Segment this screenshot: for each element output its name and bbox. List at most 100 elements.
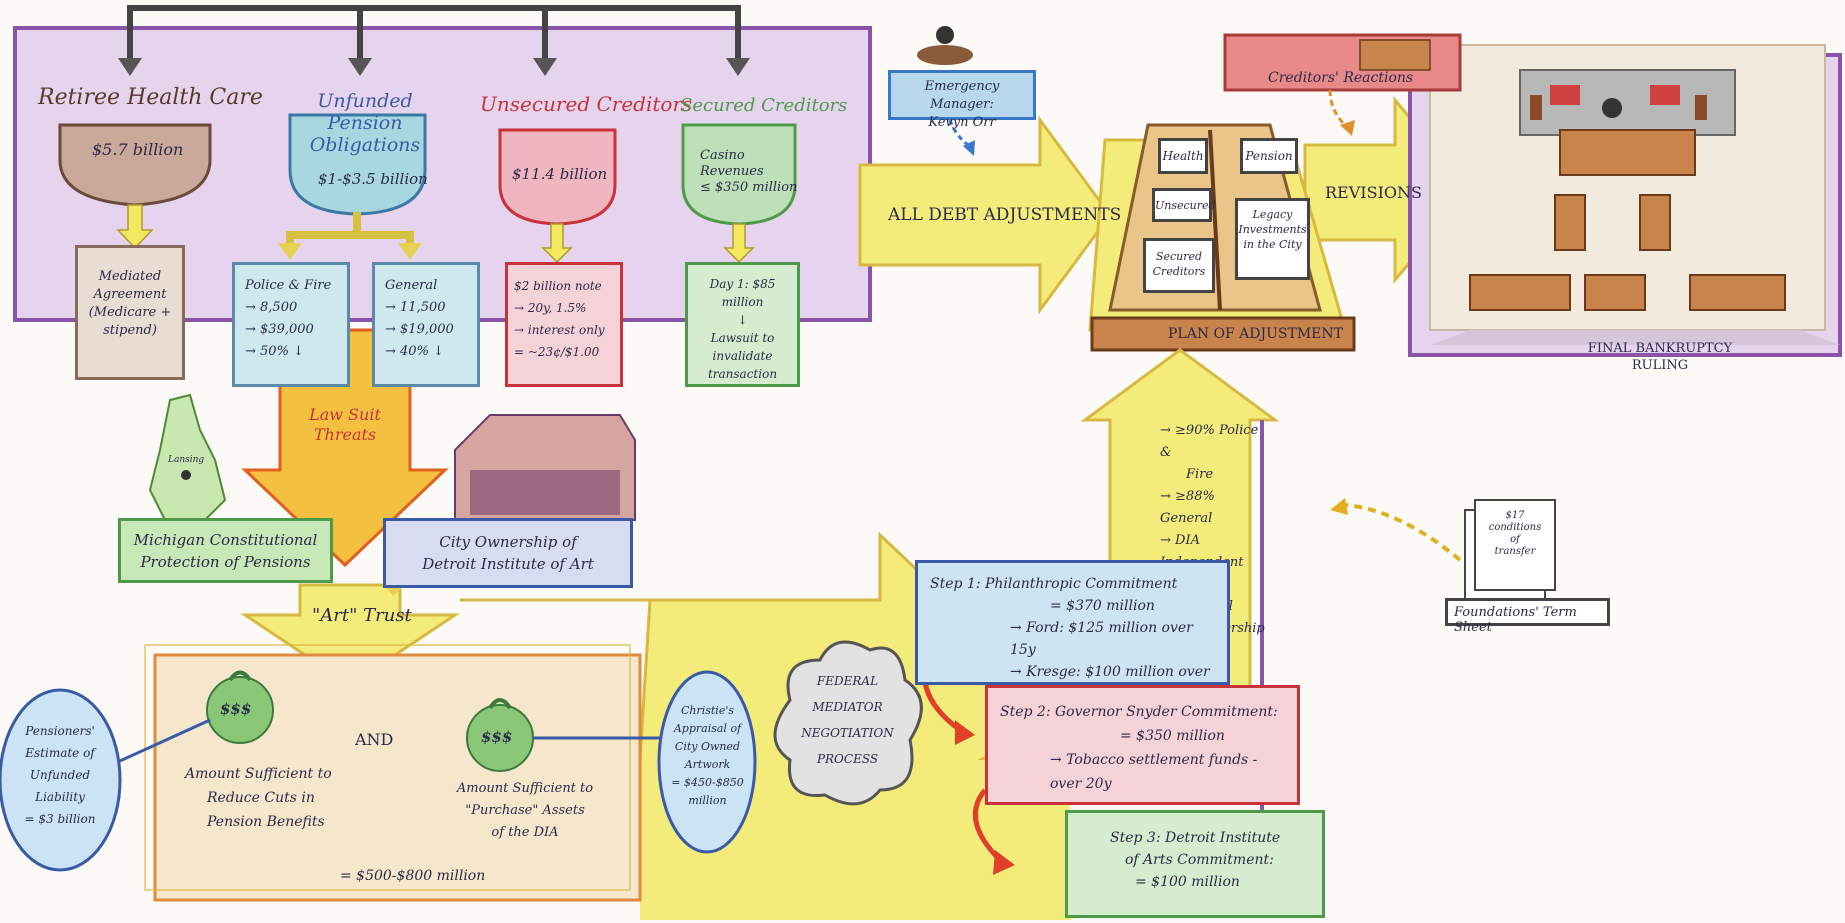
- mediated-line-1: Mediated: [98, 269, 162, 284]
- money-bag-right-label: $$$: [481, 728, 513, 746]
- req-line-3: → ≥88% General: [1160, 489, 1215, 526]
- pensioners-oval: [0, 688, 122, 872]
- final-ruling-line-1: FINAL BANKRUPTCY: [1587, 341, 1733, 356]
- final-ruling-line-2: RULING: [1631, 358, 1689, 373]
- federal-line-2: MEDIATOR: [812, 700, 883, 714]
- pensioners-text: Pensioners' Estimate of Unfunded Liabili…: [0, 720, 120, 830]
- step1-amount: = $370 million: [1050, 598, 1155, 614]
- mediated-line-3: (Medicare +: [88, 305, 172, 320]
- secured-line-2: Revenues: [700, 164, 764, 179]
- police-fire-box: Police & Fire → 8,500 → $39,000 → 50% ↓: [232, 262, 350, 387]
- dia-box: City Ownership of Detroit Institute of A…: [383, 518, 633, 588]
- secured-note-1: Day 1: $85 million: [709, 277, 776, 309]
- unsecured-note-4: = ~23¢/$1.00: [514, 345, 600, 359]
- arrow-retiree: [118, 58, 142, 76]
- trust-right-2: "Purchase" Assets: [465, 803, 585, 818]
- term-doc-4: transfer: [1494, 546, 1536, 557]
- secured-amount: Casino Revenues ≤ $350 million: [700, 148, 797, 196]
- police-title: Police & Fire: [245, 278, 332, 293]
- req-line-1: → ≥90% Police &: [1160, 423, 1259, 460]
- trust-right-1: Amount Sufficient to: [456, 781, 594, 796]
- trust-left-amount: = $500-$800 million: [340, 868, 486, 884]
- pensioners-line-5: = $3 billion: [24, 812, 96, 826]
- plan-cell-legacy: Legacy Investments in the City: [1235, 198, 1310, 280]
- federal-label: FEDERAL MEDIATOR NEGOTIATION PROCESS: [790, 668, 905, 772]
- plan-label: PLAN OF ADJUSTMENT: [1168, 326, 1343, 342]
- vat-retiree: [58, 123, 212, 207]
- money-bag-left: [206, 676, 274, 744]
- secured-note-2: ↓: [737, 313, 748, 327]
- arrow-down-unsecured: [541, 223, 573, 264]
- christies-line-3: City Owned: [674, 740, 741, 753]
- retiree-amount: $5.7 billion: [92, 140, 184, 159]
- unsecured-note-1: $2 billion note: [514, 279, 602, 293]
- unsecured-title: Unsecured Creditors: [480, 92, 693, 116]
- trust-left-3: Pension Benefits: [207, 814, 325, 830]
- term-doc-3: of: [1510, 534, 1520, 545]
- federal-line-1: FEDERAL: [816, 674, 879, 688]
- step2-line-1: → Tobacco settlement funds - over 20y: [1050, 752, 1258, 792]
- creditors-reactions: Creditors' Reactions: [1268, 70, 1414, 86]
- lawsuit-label: Law Suit Threats: [285, 405, 405, 445]
- michigan-map: [148, 393, 227, 521]
- secured-note-4: invalidate: [712, 349, 773, 363]
- step3-title-2: of Arts Commitment:: [1125, 852, 1274, 868]
- christies-line-5: = $450-$850: [671, 776, 744, 789]
- federal-cloud: [773, 640, 923, 806]
- all-debt-arrow: [858, 115, 1112, 315]
- unsecured-note-box: $2 billion note → 20y, 1.5% → interest o…: [505, 262, 623, 387]
- unsecured-amount: $11.4 billion: [512, 165, 608, 183]
- arrow-unsecured: [533, 58, 557, 76]
- step2-amount: = $350 million: [1120, 728, 1225, 744]
- money-bag-left-label: $$$: [220, 700, 252, 718]
- trust-left-1: Amount Sufficient to: [185, 766, 332, 782]
- federal-line-4: PROCESS: [816, 752, 879, 766]
- arrow-pension: [348, 58, 372, 76]
- trust-right-3: of the DIA: [491, 825, 559, 840]
- secured-line-3: ≤ $350 million: [700, 180, 798, 195]
- secured-note-5: transaction: [707, 367, 778, 381]
- step1-title: Step 1: Philanthropic Commitment: [930, 576, 1178, 592]
- federal-line-3: NEGOTIATION: [801, 726, 894, 740]
- top-connector: [127, 5, 741, 60]
- and-label: AND: [355, 730, 394, 749]
- michigan-line-2: Protection of Pensions: [140, 553, 311, 571]
- michigan-box: Michigan Constitutional Protection of Pe…: [118, 518, 333, 583]
- police-line-1: → 8,500: [245, 300, 298, 315]
- pensioners-line-4: Liability: [35, 790, 85, 804]
- em-line-1: Emergency Manager:: [924, 79, 1000, 112]
- christies-line-6: million: [688, 794, 727, 807]
- christies-line-2: Appraisal of: [673, 722, 742, 735]
- christies-line-1: Christie's: [680, 704, 735, 717]
- art-trust-arrow: [240, 583, 460, 687]
- plan-cell-secured: Secured Creditors: [1143, 238, 1215, 293]
- step1-line-1: → Ford: $125 million over 15y: [1010, 620, 1193, 658]
- pensioners-line-3: Unfunded: [29, 768, 91, 782]
- lansing-label: Lansing: [168, 455, 205, 465]
- dia-line-1: City Ownership of: [439, 533, 577, 551]
- michigan-line-1: Michigan Constitutional: [133, 531, 318, 549]
- trust-left-text: Amount Sufficient to Reduce Cuts in Pens…: [185, 762, 332, 834]
- secured-line-1: Casino: [700, 148, 745, 163]
- pensioners-line-2: Estimate of: [25, 746, 95, 760]
- step3-title-1: Step 3: Detroit Institute: [1110, 830, 1281, 846]
- unsecured-note-2: → 20y, 1.5%: [514, 301, 587, 315]
- unsecured-note-3: → interest only: [514, 323, 605, 337]
- emergency-manager-box: Emergency Manager: Kevyn Orr: [888, 70, 1036, 130]
- plan-cell-health: Health: [1158, 138, 1208, 174]
- mediated-line-2: Agreement: [93, 287, 167, 302]
- step2-title: Step 2: Governor Snyder Commitment:: [1000, 704, 1278, 720]
- trust-left-2: Reduce Cuts in: [207, 790, 315, 806]
- secured-note-3: Lawsuit to: [710, 331, 775, 345]
- term-doc-1: $17: [1505, 510, 1525, 521]
- all-debt-label: ALL DEBT ADJUSTMENTS: [888, 205, 1122, 225]
- art-trust-label: "Art" Trust: [312, 605, 412, 626]
- general-title: General: [385, 278, 438, 293]
- step1-box: Step 1: Philanthropic Commitment = $370 …: [915, 560, 1230, 702]
- trust-right-text: Amount Sufficient to "Purchase" Assets o…: [440, 778, 610, 844]
- arrow-secured: [726, 58, 750, 76]
- pension-amount: $1-$3.5 billion: [318, 170, 428, 188]
- plan-cell-pension: Pension: [1240, 138, 1298, 174]
- mediated-box: Mediated Agreement (Medicare + stipend): [75, 245, 185, 380]
- arrow-down-police: [278, 243, 302, 260]
